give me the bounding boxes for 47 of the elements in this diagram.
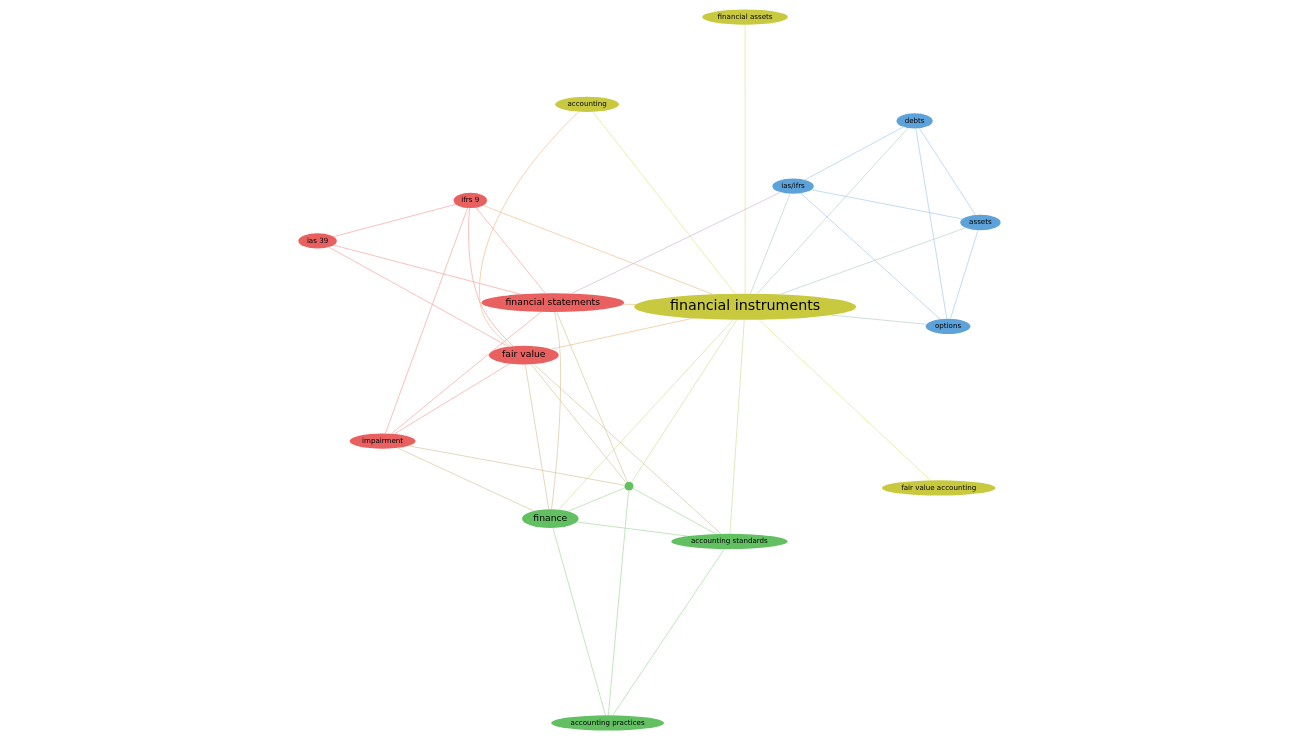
connector bbox=[332, 244, 521, 295]
connector bbox=[475, 207, 546, 294]
connector bbox=[557, 319, 733, 510]
connector bbox=[830, 314, 927, 325]
node-ellipse: finance bbox=[521, 509, 579, 528]
node-circle bbox=[624, 481, 633, 491]
node-ellipse: fair value bbox=[488, 345, 559, 365]
node-ellipse: financial statements bbox=[480, 293, 624, 313]
connector bbox=[482, 205, 713, 295]
connector bbox=[575, 521, 688, 537]
connector bbox=[530, 364, 626, 483]
node-ellipse: financial instruments bbox=[633, 293, 856, 320]
connector bbox=[744, 24, 745, 295]
connector bbox=[550, 318, 693, 350]
connector bbox=[327, 246, 509, 347]
connector bbox=[756, 127, 908, 295]
connector bbox=[607, 490, 629, 716]
connector bbox=[729, 319, 745, 535]
connector bbox=[630, 319, 737, 483]
connector bbox=[758, 319, 931, 481]
connector bbox=[914, 128, 947, 320]
connector bbox=[393, 363, 510, 435]
connector bbox=[611, 548, 725, 716]
connector bbox=[622, 303, 636, 305]
connector bbox=[550, 311, 561, 510]
connector bbox=[390, 311, 541, 435]
connector bbox=[779, 227, 966, 295]
connector bbox=[749, 193, 790, 295]
connector bbox=[396, 447, 534, 512]
connector bbox=[332, 203, 456, 238]
connector bbox=[803, 126, 904, 181]
connector bbox=[570, 191, 781, 294]
connector bbox=[632, 487, 716, 535]
connector bbox=[918, 127, 976, 216]
connector bbox=[567, 487, 625, 512]
connector bbox=[555, 311, 628, 483]
connector bbox=[407, 445, 625, 486]
connector bbox=[478, 111, 579, 347]
connector bbox=[810, 189, 963, 220]
connector bbox=[524, 364, 549, 510]
connector bbox=[532, 363, 721, 535]
connector bbox=[949, 229, 978, 320]
connector bbox=[467, 207, 514, 347]
connector bbox=[800, 192, 940, 320]
connector bbox=[592, 111, 735, 295]
connector bbox=[552, 527, 606, 716]
connector bbox=[384, 207, 468, 434]
